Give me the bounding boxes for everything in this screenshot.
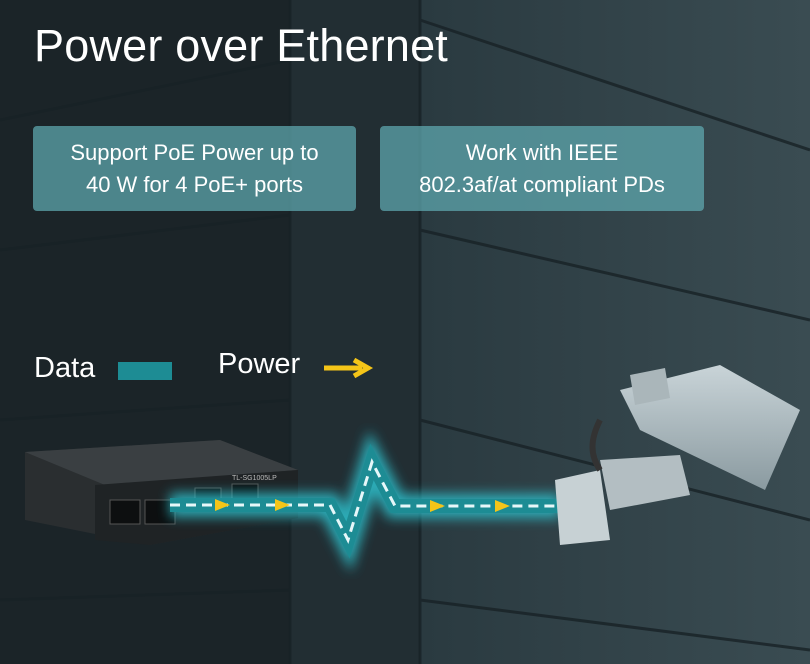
feature-line: Work with IEEE	[465, 139, 619, 165]
ethernet-cable	[170, 430, 560, 572]
security-camera	[555, 365, 800, 545]
feature-callout-poe-power: Support PoE Power up to 40 W for 4 PoE+ …	[33, 126, 356, 211]
power-arrow-icon	[324, 357, 374, 379]
legend-power-label: Power	[218, 348, 301, 380]
feature-line: 40 W for 4 PoE+ ports	[85, 171, 304, 197]
data-swatch-icon	[118, 362, 172, 380]
page-title: Power over Ethernet	[34, 20, 449, 71]
switch-model: TL-SG1005LP	[232, 475, 277, 482]
legend-data-label: Data	[34, 352, 96, 384]
feature-line: 802.3af/at compliant PDs	[419, 171, 665, 197]
feature-callout-ieee: Work with IEEE 802.3af/at compliant PDs	[380, 126, 704, 211]
feature-line: Support PoE Power up to	[70, 139, 319, 165]
